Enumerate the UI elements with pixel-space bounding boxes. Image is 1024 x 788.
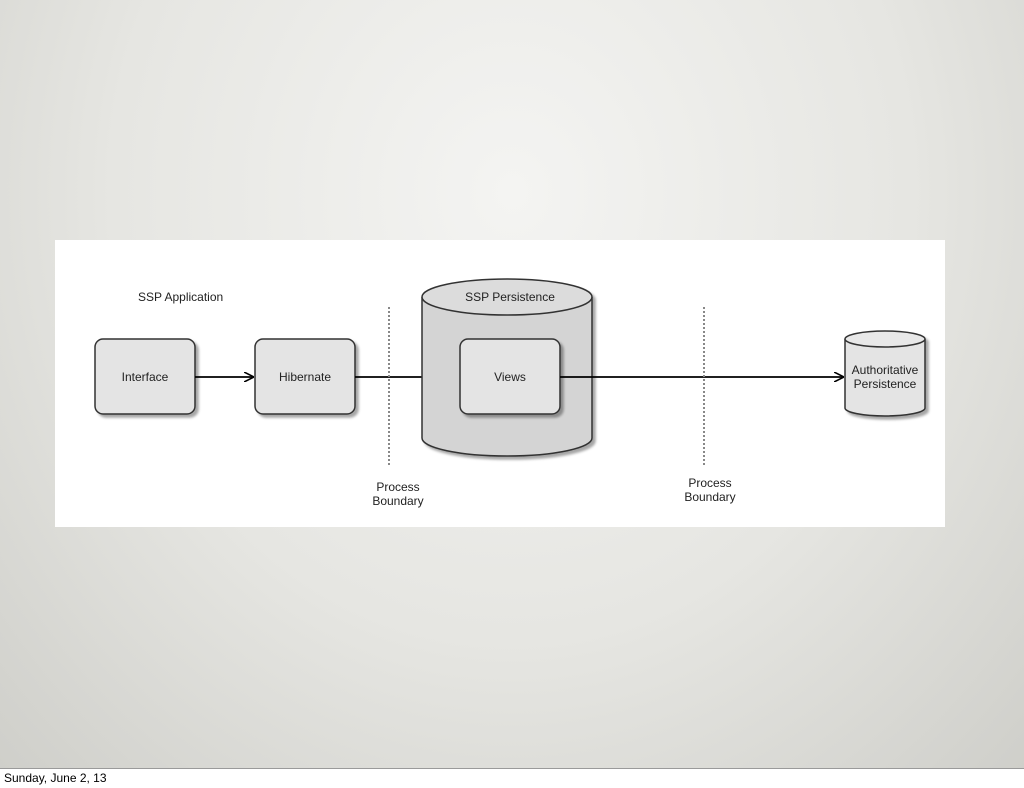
- architecture-diagram: SSP Application Interface Hibernate Proc…: [94, 278, 926, 508]
- footer-date: Sunday, June 2, 13: [4, 771, 107, 785]
- interface-label: Interface: [122, 370, 169, 384]
- diagram-canvas: SSP Application Interface Hibernate Proc…: [55, 240, 945, 527]
- footer-bar: Sunday, June 2, 13: [0, 768, 1024, 788]
- slide-background: SSP Application Interface Hibernate Proc…: [0, 0, 1024, 768]
- process-boundary-1-line1: Process: [376, 480, 419, 494]
- views-node: Views: [459, 338, 561, 415]
- authoritative-label-line1: Authoritative: [852, 363, 919, 377]
- hibernate-label: Hibernate: [279, 370, 331, 384]
- ssp-application-label: SSP Application: [138, 290, 223, 304]
- process-boundary-2-line2: Boundary: [684, 490, 735, 504]
- hibernate-node: Hibernate: [254, 338, 356, 415]
- ssp-persistence-label: SSP Persistence: [465, 290, 555, 304]
- authoritative-label-line2: Persistence: [854, 377, 917, 391]
- views-label: Views: [494, 370, 526, 384]
- interface-node: Interface: [94, 338, 196, 415]
- process-boundary-2-line1: Process: [688, 476, 731, 490]
- process-boundary-1-line2: Boundary: [372, 494, 423, 508]
- authoritative-persistence-cylinder: [844, 330, 926, 417]
